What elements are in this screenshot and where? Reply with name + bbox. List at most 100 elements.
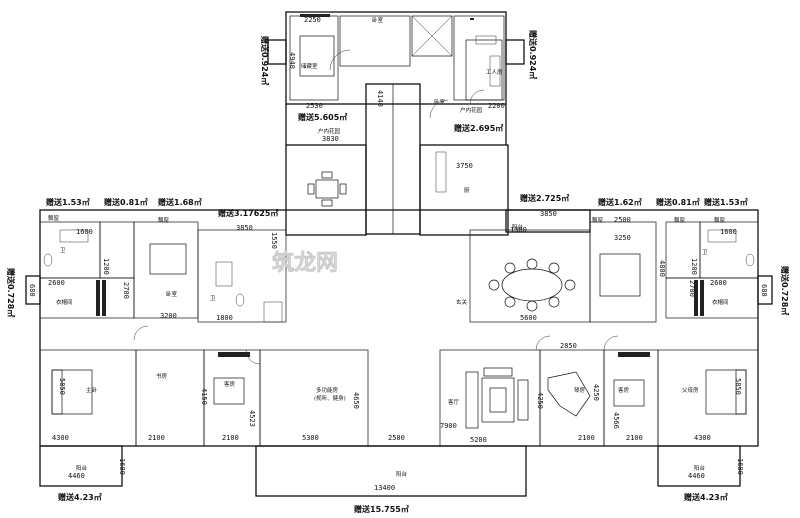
area-label: 赠送0.924㎡ — [528, 30, 538, 79]
area-label: 赠送1.62㎡ — [598, 197, 642, 207]
master-right — [657, 349, 759, 447]
svg-text:1600: 1600 — [720, 228, 737, 236]
balcony-left — [39, 445, 123, 487]
svg-text:2100: 2100 — [626, 434, 643, 442]
svg-text:3750: 3750 — [456, 162, 473, 170]
svg-text:4523: 4523 — [248, 410, 256, 427]
svg-text:680: 680 — [760, 284, 768, 297]
room-label: 飘窗 — [48, 214, 60, 222]
room-label: 主卧 — [86, 386, 98, 394]
storage-room — [289, 15, 339, 101]
room-label: 户内花园 — [318, 127, 341, 135]
svg-text:2250: 2250 — [304, 16, 321, 24]
svg-text:2100: 2100 — [222, 434, 239, 442]
room-label: 多功能房 — [316, 386, 339, 394]
room-label: 阳台 — [694, 464, 706, 472]
svg-text:4460: 4460 — [688, 472, 705, 480]
area-label: 赠送0.81㎡ — [656, 197, 700, 207]
svg-text:4300: 4300 — [694, 434, 711, 442]
room-label: 飘窗 — [158, 216, 170, 224]
room-label: 阳台 — [512, 223, 524, 231]
room-label: 卧室 — [434, 98, 446, 106]
svg-text:1680: 1680 — [736, 458, 744, 475]
area-label: 赠送2.695㎡ — [454, 123, 503, 133]
room-label: (视听、健身) — [314, 394, 346, 402]
svg-text:5200: 5200 — [470, 436, 487, 444]
area-label: 赠送15.755㎡ — [354, 504, 409, 514]
room-label: 卫 — [60, 247, 66, 254]
beds — [51, 35, 747, 415]
room-label: 卧室 — [166, 290, 178, 298]
guest-left — [203, 349, 261, 447]
room-label: 工人房 — [486, 68, 503, 76]
door-swings — [133, 49, 619, 365]
study — [135, 349, 205, 447]
svg-text:4650: 4650 — [352, 392, 360, 409]
area-label: 赠送5.605㎡ — [298, 112, 347, 122]
area-label: 赠送4.23㎡ — [58, 492, 102, 502]
room-label: 父母房 — [682, 386, 699, 394]
room-label: 阳台 — [396, 470, 408, 478]
svg-text:3850: 3850 — [236, 224, 253, 232]
dining-area — [469, 229, 591, 323]
svg-text:680: 680 — [28, 284, 36, 297]
svg-text:13400: 13400 — [374, 484, 395, 492]
svg-text:4940: 4940 — [288, 52, 296, 69]
balcony-center — [255, 445, 527, 497]
wall-hatches — [96, 14, 704, 357]
svg-text:4140: 4140 — [376, 90, 384, 107]
area-label: 赠送4.23㎡ — [684, 492, 728, 502]
svg-text:2700: 2700 — [688, 280, 696, 297]
svg-text:4250: 4250 — [536, 392, 544, 409]
room-label: 厨 — [464, 187, 470, 194]
area-label: 赠送1.53㎡ — [704, 197, 748, 207]
room-label: 衣帽间 — [712, 298, 729, 306]
room-label: 卫 — [702, 249, 708, 256]
area-label: 赠送2.725㎡ — [520, 193, 569, 203]
balcony-mid — [505, 209, 591, 233]
room-label: 飘窗 — [674, 216, 686, 224]
garden-table — [307, 171, 347, 207]
room-label: 客房 — [224, 380, 236, 388]
svg-text:4800: 4800 — [658, 260, 666, 277]
guest-right — [603, 349, 659, 447]
balcony-right — [657, 445, 741, 487]
room-label: 户内花园 — [460, 106, 483, 114]
svg-text:7900: 7900 — [440, 422, 457, 430]
room-label: 卫 — [210, 295, 216, 302]
bath-fixtures — [43, 35, 755, 323]
svg-text:4460: 4460 — [68, 472, 85, 480]
svg-text:2850: 2850 — [560, 342, 577, 350]
bedroom-left — [133, 221, 199, 319]
svg-text:3200: 3200 — [160, 312, 177, 320]
room-label: 琴房 — [574, 386, 586, 394]
svg-text:5850: 5850 — [58, 378, 66, 395]
piano — [547, 371, 591, 417]
room-label: 阳台 — [76, 464, 88, 472]
room-label: 客房 — [618, 386, 630, 394]
svg-text:4250: 4250 — [592, 384, 600, 401]
area-label: 赠送0.728㎡ — [6, 268, 16, 317]
svg-text:2100: 2100 — [578, 434, 595, 442]
area-label: 赠送3.17625㎡ — [218, 208, 278, 218]
svg-text:2600: 2600 — [48, 279, 65, 287]
room-label: 飘窗 — [592, 216, 604, 224]
area-label: 赠送1.68㎡ — [158, 197, 202, 207]
dimension-labels: 2250 2530 3830 2200 3750 3850 3850 2500 … — [28, 16, 768, 492]
svg-text:2530: 2530 — [306, 102, 323, 110]
svg-text:2600: 2600 — [710, 279, 727, 287]
svg-text:3850: 3850 — [540, 210, 557, 218]
watermark: 筑龙网 — [272, 250, 338, 276]
room-label: 客厅 — [448, 398, 460, 406]
sofa-set — [465, 367, 529, 429]
area-label: 赠送0.924㎡ — [260, 36, 270, 85]
garden-left — [285, 144, 367, 236]
dining-table — [488, 258, 576, 312]
svg-text:5600: 5600 — [520, 314, 537, 322]
svg-text:1600: 1600 — [76, 228, 93, 236]
master-left — [39, 349, 137, 447]
svg-text:1200: 1200 — [690, 258, 698, 275]
main-outline — [39, 209, 759, 447]
